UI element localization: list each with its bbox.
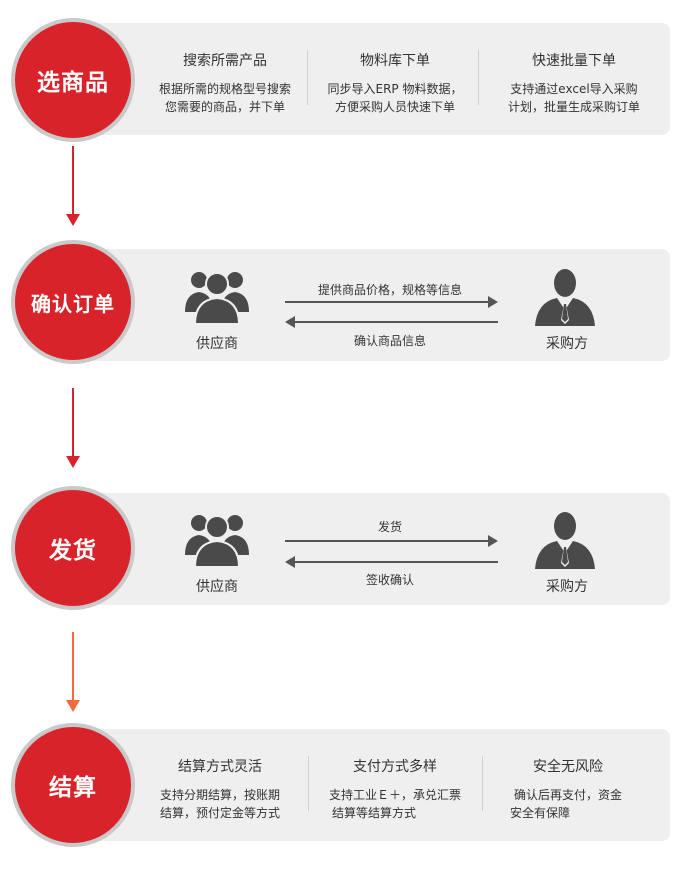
step3-msg-bottom: 签收确认 <box>365 573 414 587</box>
step4-circle: 结算 <box>11 723 135 847</box>
step4-col-2: 支付方式多样 支持工业Ｅ＋，承兑汇票 结算等结算方式 <box>315 756 475 822</box>
step3-arrow-right <box>285 535 498 547</box>
step2-buyer-label: 采购方 <box>546 336 588 352</box>
step4-col-1-title: 结算方式灵活 <box>178 759 262 775</box>
step3-buyer-label: 采购方 <box>546 579 588 595</box>
step1-panel <box>80 23 670 135</box>
step1-circle: 选商品 <box>11 18 135 142</box>
step4-col-3: 安全无风险 确认后再支付，资金 安全有保障 <box>488 756 648 822</box>
step1-col-3: 快速批量下单 支持通过excel导入采购 计划，批量生成采购订单 <box>488 50 660 116</box>
step2-arrow-left <box>285 316 498 328</box>
step3-label: 发货 <box>49 538 97 564</box>
step1-col-1-title: 搜索所需产品 <box>183 53 267 69</box>
step4-col-3-desc-1: 确认后再支付，资金 <box>513 788 622 802</box>
businessman-icon <box>535 512 595 569</box>
step1-col-3-desc-2: 计划，批量生成采购订单 <box>507 100 640 114</box>
step4-divider-2 <box>482 756 483 811</box>
step2-supplier-label: 供应商 <box>196 336 238 352</box>
step1-divider-2 <box>478 50 479 105</box>
step2-msg-bottom: 确认商品信息 <box>353 334 426 348</box>
step4-col-1-desc-1: 支持分期结算，按账期 <box>159 788 280 802</box>
step2-arrow-right <box>285 296 498 308</box>
step3-msg-top: 发货 <box>377 520 402 534</box>
step1-col-3-title: 快速批量下单 <box>532 53 616 69</box>
step2-msg-top: 提供商品价格，规格等信息 <box>317 283 462 297</box>
step1-col-1-desc-2: 您需要的商品，并下单 <box>164 100 285 114</box>
businessman-icon <box>535 269 595 326</box>
step4-col-1-desc-2: 结算，预付定金等方式 <box>159 806 280 820</box>
step4-label: 结算 <box>49 775 97 801</box>
group-people-icon <box>185 515 249 568</box>
step1-col-2-title: 物料库下单 <box>360 53 430 69</box>
step4-col-2-title: 支付方式多样 <box>353 759 437 775</box>
step1-label: 选商品 <box>37 70 109 96</box>
step1-col-2-desc-1: 同步导入ERP 物料数据， <box>327 82 463 96</box>
step4-divider-1 <box>308 756 309 811</box>
step1-col-2: 物料库下单 同步导入ERP 物料数据， 方便采购人员快速下单 <box>315 50 475 116</box>
step4-col-3-desc-2: 安全有保障 <box>510 806 571 820</box>
step2-circle: 确认订单 <box>11 240 135 364</box>
step1-col-1: 搜索所需产品 根据所需的规格型号搜索 您需要的商品，并下单 <box>140 50 310 116</box>
step1-col-2-desc-2: 方便采购人员快速下单 <box>334 100 455 114</box>
step1-divider-1 <box>307 50 308 105</box>
step3-circle: 发货 <box>11 486 135 610</box>
step2-label: 确认订单 <box>31 291 115 316</box>
step4-col-2-desc-1: 支持工业Ｅ＋，承兑汇票 <box>328 788 461 802</box>
step4-col-1: 结算方式灵活 支持分期结算，按账期 结算，预付定金等方式 <box>135 756 305 822</box>
step3-supplier-label: 供应商 <box>196 579 238 595</box>
group-people-icon <box>185 272 249 325</box>
step1-col-1-desc-1: 根据所需的规格型号搜索 <box>158 82 291 96</box>
step4-panel <box>80 729 670 841</box>
step4-col-2-desc-2: 结算等结算方式 <box>332 806 417 820</box>
step3-arrow-left <box>285 556 498 568</box>
step1-col-3-desc-1: 支持通过excel导入采购 <box>510 82 638 96</box>
step4-col-3-title: 安全无风险 <box>533 759 603 775</box>
